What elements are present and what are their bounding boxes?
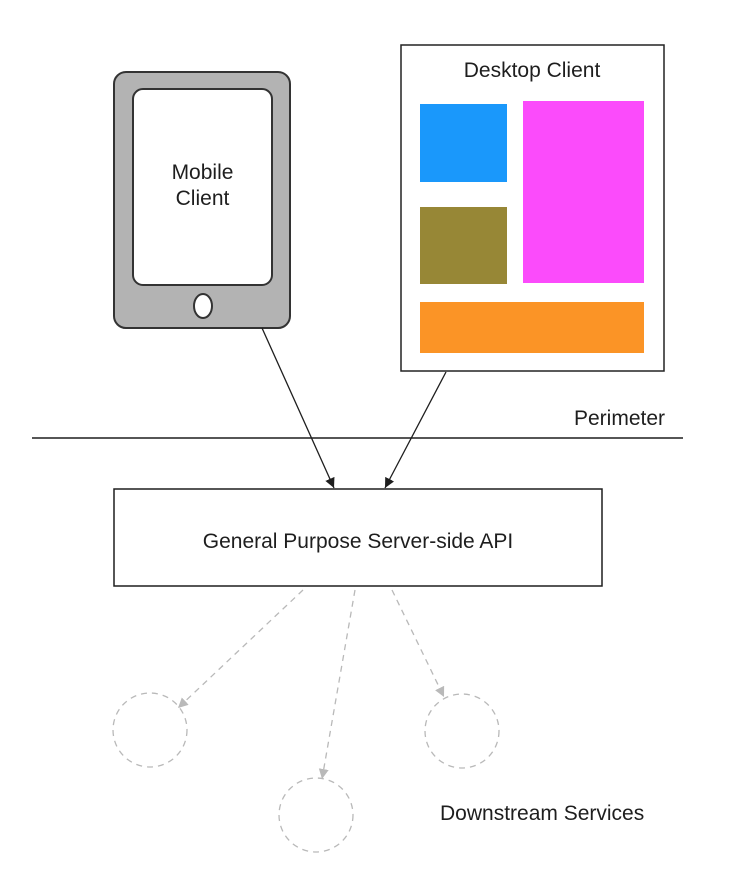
desktop-to-api-arrow bbox=[384, 371, 447, 489]
api-box bbox=[113, 488, 603, 587]
mobile-client-device bbox=[113, 71, 291, 329]
mobile-device-screen bbox=[132, 88, 273, 286]
downstream-service-left bbox=[112, 692, 188, 768]
desktop-panel-orange bbox=[420, 302, 644, 353]
desktop-panel-olive bbox=[420, 207, 507, 284]
mobile-to-api-arrow bbox=[261, 327, 335, 489]
mobile-client-label: Mobile Client bbox=[171, 161, 234, 210]
downstream-service-bottom bbox=[278, 777, 354, 853]
mobile-home-button bbox=[193, 293, 213, 319]
perimeter-label: Perimeter bbox=[574, 407, 666, 430]
downstream-services-label: Downstream Services bbox=[440, 802, 645, 825]
api-to-service-right-arrow bbox=[391, 589, 445, 698]
desktop-client-window bbox=[400, 44, 665, 372]
api-to-service-bottom-arrow bbox=[318, 589, 356, 780]
api-label: General Purpose Server-side API bbox=[202, 530, 514, 553]
desktop-client-title: Desktop Client bbox=[463, 59, 601, 82]
api-to-service-left-arrow bbox=[177, 589, 304, 709]
desktop-panel-magenta bbox=[523, 101, 644, 283]
desktop-panel-blue bbox=[420, 104, 507, 182]
downstream-service-right bbox=[424, 693, 500, 769]
